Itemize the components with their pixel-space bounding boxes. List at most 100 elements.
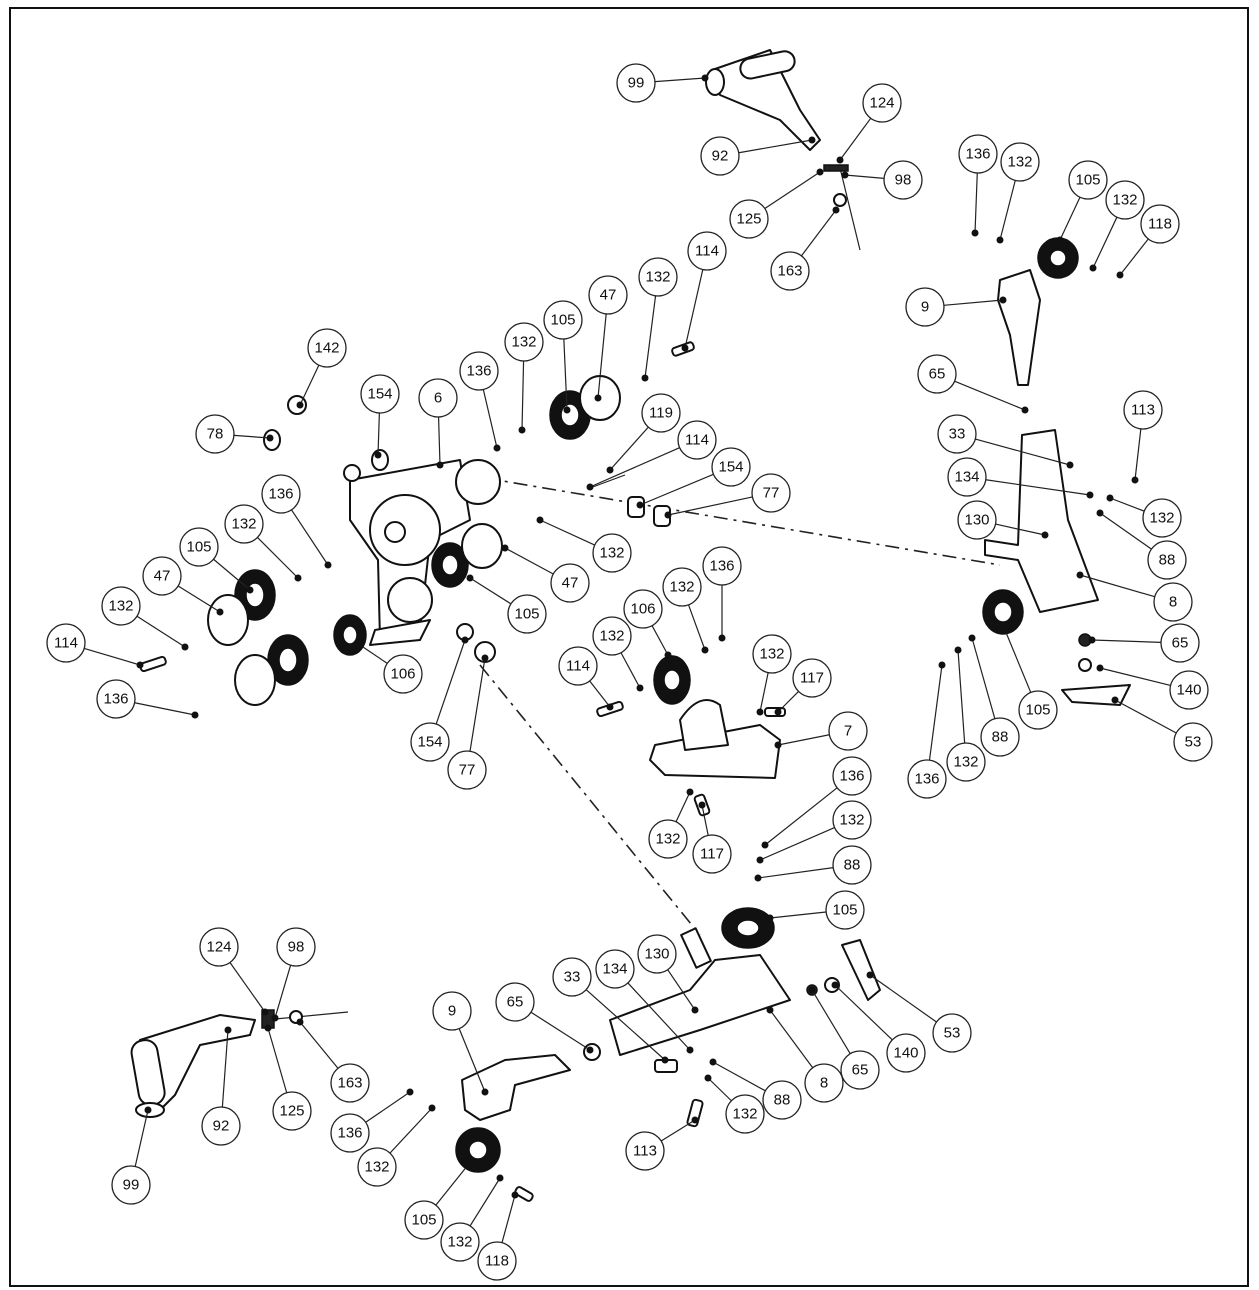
callout-target-dot xyxy=(686,1046,694,1054)
callout-leader xyxy=(985,479,1091,496)
part-callout-117: 117 xyxy=(692,801,732,874)
callout-label: 117 xyxy=(700,846,724,863)
callout-leader xyxy=(769,911,827,919)
callout-target-dot xyxy=(518,426,526,434)
part-callout-132: 132 xyxy=(996,142,1040,244)
callout-target-dot xyxy=(709,1058,717,1066)
callout-target-dot xyxy=(1041,531,1049,539)
callout-leader xyxy=(971,637,996,719)
callout-label: 125 xyxy=(736,211,761,228)
callout-bubble xyxy=(832,800,872,840)
part-callout-88: 88 xyxy=(709,1058,802,1120)
callout-label: 9 xyxy=(448,1003,456,1020)
part-callout-65: 65 xyxy=(917,354,1029,414)
callout-target-dot xyxy=(563,406,571,414)
part-callout-92: 92 xyxy=(700,136,816,176)
callout-label: 105 xyxy=(514,606,539,623)
bracket-7 xyxy=(596,655,786,817)
callout-leader xyxy=(136,615,186,648)
callout-target-dot xyxy=(971,229,979,237)
callout-bubble xyxy=(638,257,678,297)
callout-label: 136 xyxy=(839,768,864,785)
part-callout-98: 98 xyxy=(841,160,923,200)
callout-bubble xyxy=(886,1033,926,1073)
callout-target-dot xyxy=(999,296,1007,304)
callout-label: 134 xyxy=(602,961,627,978)
callout-leader xyxy=(644,295,657,379)
callout-target-dot xyxy=(466,574,474,582)
part-callout-65: 65 xyxy=(1088,623,1200,663)
callout-label: 140 xyxy=(893,1045,918,1062)
callout-target-dot xyxy=(216,608,224,616)
assembly-line-right xyxy=(484,477,1001,566)
callout-label: 65 xyxy=(929,366,946,383)
part-callout-132: 132 xyxy=(704,1074,765,1134)
callout-leader xyxy=(501,1194,516,1243)
callout-bubble xyxy=(840,1050,880,1090)
callout-target-dot xyxy=(181,643,189,651)
callout-target-dot xyxy=(594,394,602,402)
part-callout-154: 154 xyxy=(410,636,469,762)
callout-bubble xyxy=(825,890,865,930)
callout-target-dot xyxy=(681,344,689,352)
callout-leader xyxy=(1004,629,1032,693)
callout-label: 163 xyxy=(777,263,802,280)
callout-bubble xyxy=(357,1147,397,1187)
part-callout-125: 125 xyxy=(264,1024,312,1131)
callout-bubble xyxy=(543,300,583,340)
part-callout-124: 124 xyxy=(836,83,902,164)
callout-bubble xyxy=(558,646,598,686)
part-callout-99: 99 xyxy=(616,63,709,103)
callout-leader xyxy=(458,1028,486,1093)
callout-leader xyxy=(589,680,611,708)
part-callout-7: 7 xyxy=(774,711,868,751)
callout-label: 136 xyxy=(965,146,990,163)
callout-target-dot xyxy=(761,841,769,849)
callout-bubble xyxy=(592,616,632,656)
callout-leader xyxy=(229,962,266,1013)
callout-target-dot xyxy=(428,1104,436,1112)
callout-label: 118 xyxy=(1148,216,1172,233)
callout-target-dot xyxy=(496,1174,504,1182)
part-callout-114: 114 xyxy=(586,420,717,491)
callout-leader xyxy=(834,984,893,1041)
callout-leader xyxy=(221,1029,229,1108)
callout-bubble xyxy=(552,957,592,997)
assembly-line-lower xyxy=(479,664,701,936)
callout-leader xyxy=(1099,667,1171,687)
callout-leader xyxy=(274,965,292,1019)
callout-target-dot xyxy=(701,646,709,654)
part-callout-98: 98 xyxy=(271,927,316,1022)
part-callout-136: 136 xyxy=(96,679,199,719)
callout-leader xyxy=(769,1009,814,1069)
part-callout-132: 132 xyxy=(752,634,792,716)
callout-target-dot xyxy=(1066,461,1074,469)
callout-leader xyxy=(530,1011,591,1051)
callout-target-dot xyxy=(836,156,844,164)
callout-leader xyxy=(687,604,706,651)
callout-bubble xyxy=(883,160,923,200)
part-callout-117: 117 xyxy=(774,658,832,716)
part-callout-88: 88 xyxy=(968,634,1020,757)
callout-leader xyxy=(585,989,666,1061)
callout-label: 113 xyxy=(633,1143,657,1160)
part-callout-77: 77 xyxy=(664,473,791,519)
callout-label: 132 xyxy=(1112,192,1137,209)
callout-target-dot xyxy=(136,661,144,669)
callout-leader xyxy=(177,585,221,613)
part-callout-47: 47 xyxy=(501,544,590,603)
callout-bubble xyxy=(770,251,810,291)
callout-target-dot xyxy=(1086,491,1094,499)
callout-leader xyxy=(654,77,706,83)
callout-label: 88 xyxy=(1159,552,1176,569)
part-callout-105: 105 xyxy=(466,574,547,634)
callout-leader xyxy=(389,1107,433,1154)
part-callout-113: 113 xyxy=(1123,390,1163,484)
callout-leader xyxy=(1079,574,1155,598)
callout-bubble xyxy=(550,563,590,603)
callout-bubble xyxy=(1018,690,1058,730)
callout-target-dot xyxy=(536,516,544,524)
callout-target-dot xyxy=(406,1088,414,1096)
callout-target-dot xyxy=(774,741,782,749)
part-callout-140: 140 xyxy=(1096,664,1209,710)
